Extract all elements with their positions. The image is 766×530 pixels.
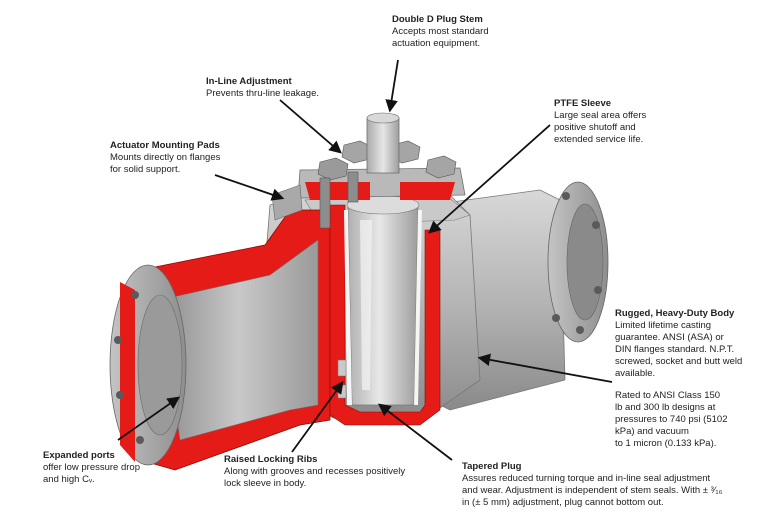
flange-bolt-hole [552,314,560,322]
top-cover [297,140,466,229]
cover-bolt [319,177,331,229]
callout-ribs-body: Along with grooves and recesses positive… [224,466,406,489]
cover-bolt [347,171,359,203]
expanded-port-bore [159,239,319,441]
callout-expanded-ports: Expanded ports offer low pressure drop a… [43,450,140,486]
callout-mounting-pads: Actuator Mounting Pads Mounts directly o… [110,140,220,176]
leader-lines [117,59,613,461]
callout-tapered-plug: Tapered Plug Assures reduced turning tor… [462,461,722,509]
callout-inline-adjustment: In-Line Adjustment Prevents thru-line le… [206,76,319,100]
flange-bolt-hole [592,221,600,229]
callout-pads-title: Actuator Mounting Pads [110,140,220,151]
flange-bolt-hole [576,326,584,334]
callout-ports-title: Expanded ports [43,450,115,461]
double-d-plug-stem [366,112,400,174]
cover-nut [317,157,349,181]
inline-adjustment-leader [279,99,342,154]
flange-bolt-hole [131,291,139,299]
ptfe-sleeve [344,210,352,405]
flange-bolt-hole [116,391,124,399]
callout-ptfe-sleeve: PTFE Sleeve Large seal area offers posit… [554,98,646,146]
callout-body-text: Limited lifetime casting guarantee. ANSI… [615,320,743,379]
callout-inline-title: In-Line Adjustment [206,76,292,87]
tapered-plug [347,204,419,406]
tapered-plug-leader [377,403,453,461]
callout-ports-body: offer low pressure drop and high Cᵥ. [43,462,140,485]
flange-bolt-hole [136,436,144,444]
callout-plug-title: Tapered Plug [462,461,522,472]
callout-ptfe-body: Large seal area offers positive shutoff … [554,110,647,145]
ptfe-sleeve-leader [428,124,551,234]
body-cutaway-wall [329,204,441,426]
flange-bolt-hole [114,336,122,344]
mounting-pads-leader [214,174,285,201]
raised-locking-rib [337,359,347,377]
cover-nut [425,155,457,179]
callout-body: Rugged, Heavy-Duty Body Limited lifetime… [615,308,742,450]
callout-body-title: Rugged, Heavy-Duty Body [615,308,735,319]
left-inlet-cutaway [109,209,331,471]
callout-plug-body: Assures reduced turning torque and in-li… [462,473,723,508]
callout-stem: Double D Plug Stem Accepts most standard… [392,14,489,50]
callout-stem-body: Accepts most standard actuation equipmen… [392,26,489,49]
callout-inline-body: Prevents thru-line leakage. [206,88,320,99]
expanded-ports-leader [117,396,181,441]
callout-locking-ribs: Raised Locking Ribs Along with grooves a… [224,454,405,490]
body-leader [477,353,613,383]
callout-pads-body: Mounts directly on flanges for solid sup… [110,152,221,175]
locking-ribs-leader [291,380,344,453]
flange-bolt-hole [562,192,570,200]
flange-bolt-hole [594,286,602,294]
callout-body-rating: Rated to ANSI Class 150 lb and 300 lb de… [615,390,728,449]
callout-ribs-title: Raised Locking Ribs [224,454,318,465]
callout-ptfe-title: PTFE Sleeve [554,98,612,109]
callout-stem-title: Double D Plug Stem [392,14,483,25]
stem-leader [385,59,399,113]
